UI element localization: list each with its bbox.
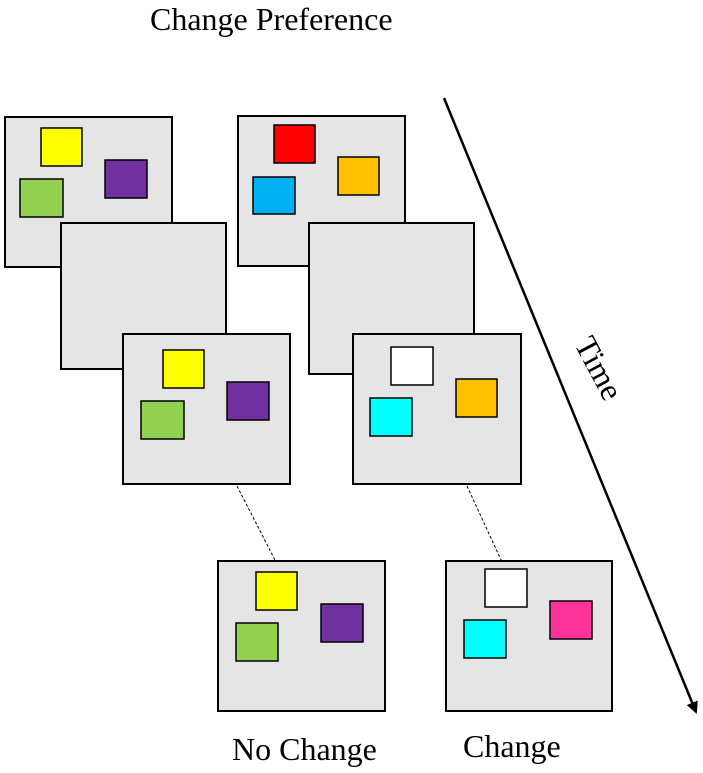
square-orange — [337, 156, 380, 196]
square-white — [390, 346, 434, 386]
connector-left — [236, 485, 277, 563]
square-yellow — [255, 571, 298, 611]
square-yellow — [40, 127, 83, 167]
change-panel — [445, 560, 613, 712]
square-cyan — [463, 619, 507, 659]
square-white — [484, 568, 528, 608]
square-green — [19, 178, 64, 218]
square-cyan — [369, 397, 413, 437]
diagram-title: Change Preference — [150, 1, 393, 37]
square-green — [140, 400, 185, 440]
left-memory-array-panel — [4, 116, 173, 268]
time-arrow — [442, 97, 698, 714]
change-label: Change — [463, 728, 561, 764]
no-change-panel — [217, 560, 386, 712]
square-purple — [320, 603, 364, 643]
square-red — [273, 124, 316, 164]
connector-right — [466, 485, 503, 563]
square-yellow — [162, 349, 205, 389]
right-test-array-panel — [352, 333, 522, 485]
square-orange — [455, 378, 498, 418]
left-test-array-panel — [122, 333, 291, 485]
square-blue — [252, 176, 296, 215]
square-purple — [226, 381, 270, 421]
no-change-label: No Change — [232, 731, 377, 767]
square-green — [235, 622, 279, 662]
square-purple — [104, 159, 148, 199]
square-pink — [549, 600, 593, 640]
